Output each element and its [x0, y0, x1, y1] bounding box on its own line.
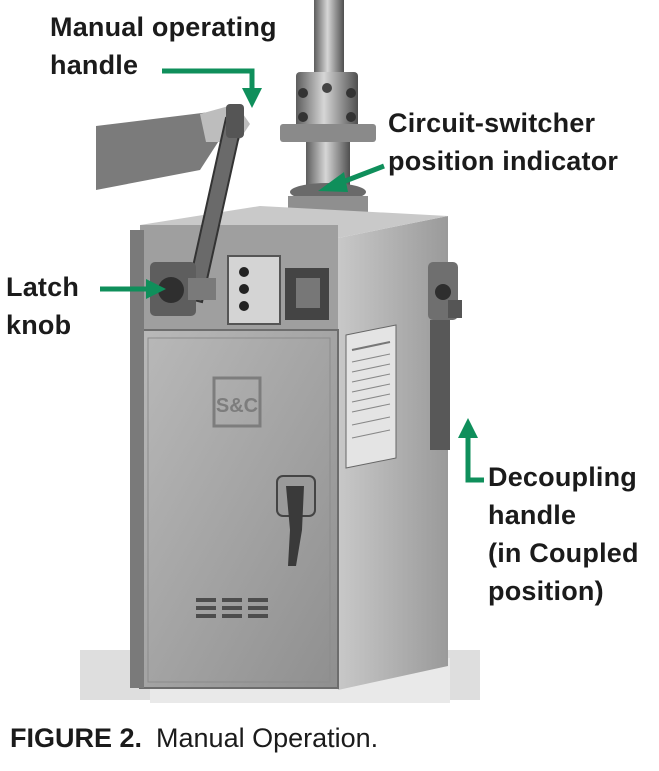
figure-title: Manual Operation.: [156, 723, 379, 753]
label-circuit-switcher-indicator: Circuit-switcher position indicator: [388, 108, 619, 176]
latch-knob-shape: [150, 262, 216, 316]
indicator-arrow: [339, 163, 385, 186]
vertical-pipe: [280, 0, 376, 236]
label-manual-operating-handle: Manual operating handle: [50, 12, 277, 80]
vent-louvers: [196, 598, 268, 618]
figure-caption: FIGURE 2. Manual Operation.: [10, 723, 378, 754]
label-decoupling-handle: Decoupling handle (in Coupled position): [488, 462, 639, 606]
logo-text: S&C: [216, 395, 258, 417]
manual-operating-handle-shape: [184, 104, 244, 304]
manual-handle-arrow: [162, 68, 255, 88]
latch-knob-arrowhead: [146, 279, 166, 299]
indicator-arrowhead: [318, 172, 348, 192]
door-handle: [276, 475, 316, 566]
label-latch-knob: Latch knob: [6, 272, 80, 340]
nameplate: [345, 324, 397, 469]
figure-label: FIGURE 2.: [10, 723, 143, 753]
leader-arrows: [100, 68, 484, 483]
decoupling-arrow: [465, 436, 484, 483]
decoupling-arrowhead: [458, 418, 478, 438]
manual-handle-arrowhead: [242, 88, 262, 108]
logo-mark: S&C: [212, 376, 262, 428]
decoupling-handle-shape: [428, 262, 462, 450]
